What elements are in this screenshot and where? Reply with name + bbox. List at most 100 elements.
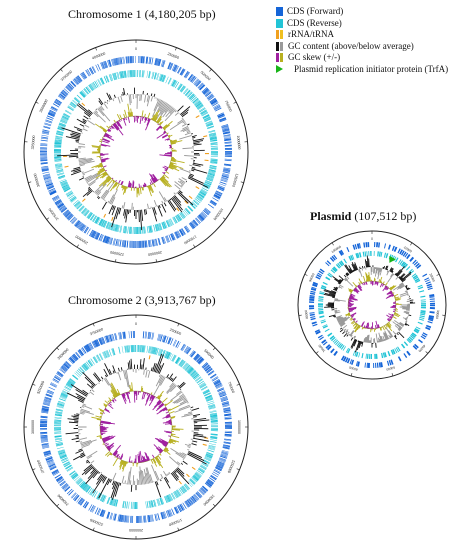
gc-content-below-trace: [78, 369, 194, 485]
scale-tick-label: 1250000: [231, 173, 239, 188]
scale-tick: [236, 468, 240, 471]
scale-tick: [350, 373, 353, 377]
chromosome1-size: (4,180,205 bp): [144, 7, 216, 21]
rrna-trna-marks: [63, 102, 209, 222]
scale-tick-label: 750000: [224, 100, 233, 113]
scale-tick: [315, 351, 319, 354]
scale-tick-label: 1500000: [212, 207, 224, 221]
plasmid-size: (107,512 bp): [354, 209, 417, 223]
scale-tick-label: 40000: [417, 344, 426, 353]
legend-label: GC skew (+/-): [288, 52, 341, 62]
scale-tick: [193, 244, 196, 248]
scale-tick: [222, 217, 226, 220]
scale-tick-label: 2500000: [75, 234, 89, 245]
scale-tick-label: 250000: [169, 328, 182, 336]
scale-tick-label: 1750000: [183, 234, 197, 245]
trfa-marker-icon: [389, 255, 396, 263]
scale-tick: [46, 217, 50, 220]
legend-label: rRNA/tRNA: [288, 29, 335, 39]
scale-tick: [177, 323, 180, 327]
plasmid-title: Plasmid (107,512 bp): [310, 209, 416, 224]
scale-tick-label: 500000: [200, 70, 212, 81]
scale-tick: [209, 69, 212, 72]
scale-tick: [76, 244, 79, 248]
scale-tick-label: 3250000: [36, 380, 45, 394]
scale-tick-label: 100000: [331, 245, 342, 254]
gc-content-above-trace: [65, 353, 210, 500]
gc-skew-baseline: [99, 115, 173, 189]
scale-tick-label: 3250000: [31, 135, 36, 149]
scale-tick-label: 10000: [403, 245, 413, 253]
scale-tick-label: 2000000: [129, 528, 143, 532]
legend: CDS (Forward) CDS (Reverse) rRNA/tRNA GC…: [276, 6, 460, 75]
scale-tick: [35, 101, 39, 104]
scale-tick-label: 90000: [308, 272, 315, 282]
scale-tick-label: 20000: [429, 273, 436, 283]
scale-tick: [56, 347, 60, 351]
scale-tick-label: 80000: [304, 310, 309, 320]
gc-skew-plus-trace: [91, 103, 185, 198]
gc-skew-baseline: [99, 390, 173, 464]
scale-tick: [233, 101, 237, 104]
chromosome1-title: Chromosome 1 (4,180,205 bp): [68, 7, 216, 22]
scale-tick-label: 3000000: [31, 420, 35, 434]
scale-tick: [212, 347, 216, 351]
legend-item-gc-skew: GC skew (+/-): [276, 52, 460, 64]
legend-item-gc-content: GC content (above/below average): [276, 41, 460, 53]
scale-tick-label: 1750000: [168, 518, 182, 527]
scale-tick: [95, 47, 97, 51]
cds-reverse-swatch: [276, 18, 283, 28]
legend-item-cds-forward: CDS (Forward): [276, 6, 460, 18]
gc-content-above-trace: [57, 87, 209, 231]
scale-tick: [240, 181, 244, 183]
chromosome2-title: Chromosome 2 (3,913,767 bp): [68, 293, 216, 308]
cds-forward-swatch: [276, 7, 283, 16]
plasmid-name: Plasmid: [310, 209, 352, 223]
scale-tick: [115, 259, 117, 263]
scale-tick-label: 2250000: [89, 518, 103, 527]
gc-skew-minus-trace: [99, 390, 172, 464]
scale-tick: [155, 259, 157, 263]
chromosome1-circular-map: 0250000500000750000100000012500001500000…: [23, 39, 249, 265]
scale-tick: [304, 273, 308, 276]
gc-skew-minus-trace: [347, 280, 397, 330]
rrna-trna-swatch: [276, 30, 284, 39]
gc-content-above-trace: [323, 255, 416, 353]
scale-tick-label: 0: [371, 237, 373, 241]
scale-tick-label: 70000: [317, 343, 326, 352]
scale-tick-label: 750000: [227, 381, 235, 394]
legend-item-cds-reverse: CDS (Reverse): [276, 18, 460, 30]
legend-item-trfa: Plasmid replication initiator protein (T…: [276, 64, 460, 76]
chromosome1-name: Chromosome 1: [68, 7, 142, 21]
scale-tick: [175, 47, 177, 51]
gc-skew-swatch: [276, 53, 284, 62]
scale-tick: [425, 351, 429, 354]
scale-tick: [56, 503, 60, 507]
plasmid-circular-map: 0100002000030000400005000060000700008000…: [297, 230, 447, 380]
scale-tick: [60, 69, 63, 72]
legend-label: GC content (above/below average): [288, 40, 414, 51]
rrna-trna-marks: [148, 355, 209, 485]
scale-tick-label: 2750000: [48, 207, 60, 221]
scale-tick-label: 1000000: [236, 135, 241, 149]
scale-tick-label: 2000000: [148, 250, 162, 257]
scale-tick-label: 0: [135, 322, 137, 326]
scale-tick: [391, 373, 394, 377]
chromosome2-name: Chromosome 2: [68, 293, 142, 307]
scale-tick-label: 50000: [386, 365, 396, 371]
scale-tick-label: 0: [135, 47, 137, 51]
trfa-triangle-icon: [276, 64, 290, 73]
scale-tick-label: 3750000: [89, 327, 103, 336]
scale-tick: [32, 468, 36, 471]
scale-tick: [28, 181, 32, 183]
scale-tick-label: 4000000: [92, 52, 106, 61]
scale-tick: [436, 273, 440, 276]
cds-forward-ring: [40, 331, 232, 523]
legend-item-rrna-trna: rRNA/tRNA: [276, 29, 460, 41]
scale-tick-label: 3750000: [60, 70, 73, 82]
scale-tick-label: 3500000: [39, 99, 49, 113]
scale-tick: [92, 527, 95, 531]
gc-skew-baseline: [347, 280, 397, 330]
scale-tick-label: 30000: [435, 310, 440, 320]
scale-tick-label: 3000000: [33, 173, 41, 188]
